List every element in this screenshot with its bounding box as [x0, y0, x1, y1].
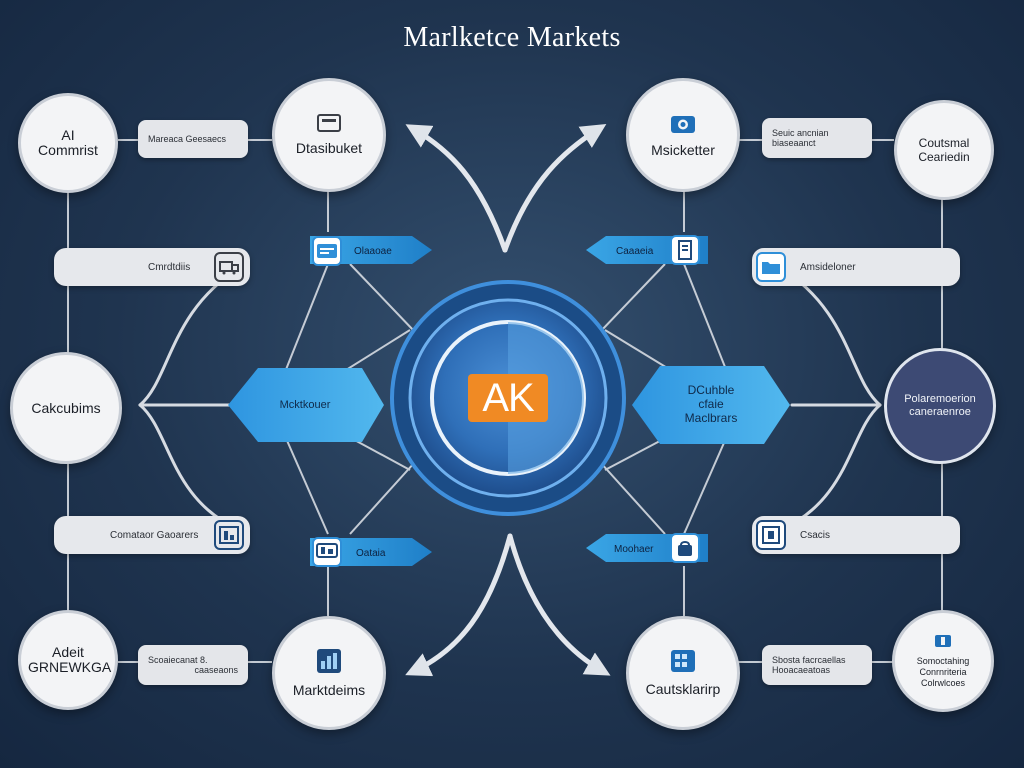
node-label: Cakcubims [31, 399, 101, 416]
node-bottom-right-inner[interactable]: Cautsklarirp [626, 616, 740, 730]
bar-label: Cmrdtdiis [148, 261, 191, 273]
pill-text: caaseaons [194, 665, 238, 675]
camera-icon [670, 112, 696, 139]
document-icon [317, 114, 341, 137]
hex-label: DCuhble [687, 383, 735, 397]
arrow [507, 533, 611, 676]
tag-bottom-left[interactable]: Oataia [356, 547, 386, 559]
arrow [405, 124, 508, 253]
connector-line [349, 263, 416, 333]
pill-text: Sbosta facrcaellas [772, 655, 846, 665]
hex-left[interactable]: Mcktkouer [240, 378, 370, 432]
tag-top-right[interactable]: Caaaeia [616, 245, 654, 257]
node-bottom-left-inner[interactable]: Marktdeims [272, 616, 386, 730]
hex-right[interactable]: DCuhble cfaie Maclbrars [646, 372, 776, 436]
pill-bottom-right[interactable]: Sbosta facrcaellas Hooacaeatoas [762, 645, 872, 685]
node-top-left-inner[interactable]: Dtasibuket [272, 78, 386, 192]
panel-icon [756, 520, 786, 550]
node-label: AI Commrist [38, 127, 98, 158]
book-icon [934, 634, 952, 653]
connector-curve [778, 403, 882, 532]
connector-line [683, 263, 728, 373]
bar-label: Amsideloner [800, 261, 856, 273]
page-title: Marlketce Markets [403, 22, 621, 53]
arrow [405, 533, 513, 677]
file-icon [670, 235, 700, 265]
bag-icon [670, 533, 700, 563]
tag-bottom-right[interactable]: Moohaer [614, 543, 654, 555]
pill-top-left[interactable]: Mareaca Geesaecs [138, 120, 248, 158]
folder-icon [756, 252, 786, 282]
node-top-right-outer[interactable]: Coutsmal Ceariedin [894, 100, 994, 200]
bar-right-lower[interactable]: Csacis [752, 516, 960, 554]
connector-line [599, 461, 666, 535]
bar-label: Csacis [800, 529, 831, 541]
connector-line [599, 263, 666, 333]
node-label: Msicketter [651, 142, 715, 158]
bar-label: Comataor Gaoarers [110, 529, 199, 541]
connector-line [683, 435, 728, 535]
connector-curve [778, 266, 882, 407]
bar-right-upper[interactable]: Amsideloner [752, 248, 960, 286]
hub-logo[interactable]: AK [468, 374, 548, 422]
node-label: Coutsmal Ceariedin [918, 136, 970, 164]
truck-icon [214, 252, 244, 282]
connector-curve [138, 403, 242, 532]
pill-top-right[interactable]: Seuic ancnian biaseaanct [762, 118, 872, 158]
node-label: Somoctahing Conrnriteria Colrwlcoes [916, 655, 970, 688]
pill-text: Hooacaeatoas [772, 665, 831, 675]
window-icon [214, 520, 244, 550]
node-mid-left[interactable]: Cakcubims [10, 352, 122, 464]
hex-label: Maclbrars [684, 411, 738, 425]
pill-text: Scoaiecanat 8. [148, 655, 208, 665]
connector-line [284, 435, 329, 535]
node-mid-right[interactable]: Polaremoerion caneraenroe [884, 348, 996, 464]
hex-label: cfaie [698, 397, 724, 411]
pill-text: Mareaca Geesaecs [148, 134, 227, 144]
connector-curve [138, 266, 242, 407]
pill-text: Seuic ancnian [772, 128, 829, 138]
pill-bottom-left[interactable]: Scoaiecanat 8. caaseaons [138, 645, 248, 685]
node-top-right-inner[interactable]: Msicketter [626, 78, 740, 192]
node-top-left-outer[interactable]: AI Commrist [18, 93, 118, 193]
node-label: Marktdeims [292, 682, 366, 698]
node-bottom-right-outer[interactable]: Somoctahing Conrnriteria Colrwlcoes [892, 610, 994, 712]
connector-line [349, 461, 416, 535]
arrow [502, 124, 607, 253]
connector-line [284, 263, 329, 373]
pill-text: biaseaanct [772, 138, 816, 148]
node-label: Cautsklarirp [645, 681, 721, 697]
hex-left-shape [228, 368, 384, 442]
monitor-icon [312, 537, 342, 567]
tag-top-left[interactable]: Olaaoae [354, 245, 392, 257]
hex-label: Mcktkouer [279, 399, 331, 411]
card-icon [312, 236, 342, 266]
node-bottom-left-outer[interactable]: Adeit GRNEWKGA [18, 610, 118, 710]
node-label: Adeit GRNEWKGA [28, 644, 112, 675]
chart-icon [316, 648, 342, 679]
hex-right-shape [632, 366, 790, 444]
node-label: Dtasibuket [295, 140, 363, 156]
node-label: Polaremoerion caneraenroe [904, 393, 976, 418]
grid-icon [670, 649, 696, 678]
